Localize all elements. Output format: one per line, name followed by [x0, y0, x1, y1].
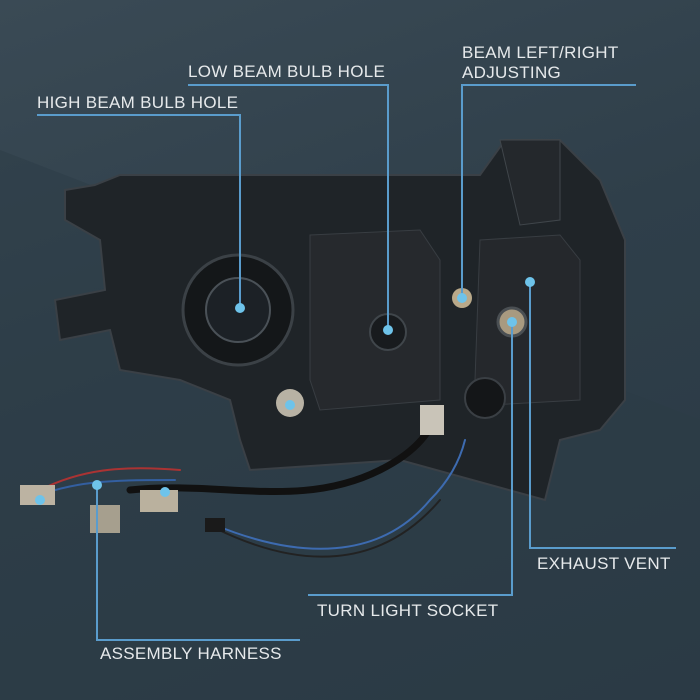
callout-line-turn-light	[308, 324, 513, 596]
callout-line-beam-adjust	[461, 84, 636, 296]
label-low-beam-bulb-hole: LOW BEAM BULB HOLE	[188, 62, 386, 81]
callout-line-harness	[96, 487, 300, 641]
label-exhaust-vent: EXHAUST VENT	[537, 554, 671, 573]
label-beam-adjusting-line1: BEAM LEFT/RIGHT	[462, 43, 619, 62]
callout-line-exhaust-vent	[529, 284, 676, 549]
label-beam-adjusting-line2: ADJUSTING	[462, 63, 562, 82]
callout-line-high-beam	[37, 114, 241, 306]
wiring-harness	[20, 405, 466, 558]
label-turn-light-socket: TURN LIGHT SOCKET	[317, 601, 499, 620]
callout-line-low-beam	[188, 84, 389, 328]
label-high-beam-bulb-hole: HIGH BEAM BULB HOLE	[37, 93, 239, 112]
callout-lines	[37, 84, 676, 641]
callout-dots	[35, 277, 535, 505]
label-assembly-harness: ASSEMBLY HARNESS	[100, 644, 282, 663]
